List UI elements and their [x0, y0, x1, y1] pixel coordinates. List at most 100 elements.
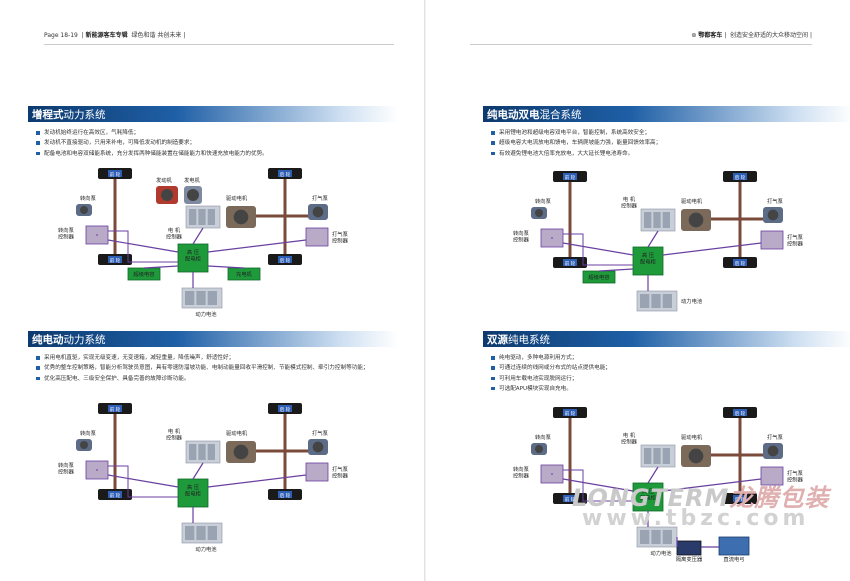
motor-controller-label: 电 机 — [623, 195, 636, 203]
motor-controller-label: 控制器 — [621, 438, 638, 446]
drive-motor — [226, 206, 256, 228]
svg-text:后 轮: 后 轮 — [735, 174, 746, 181]
air-wire — [207, 239, 307, 253]
air-pump-controller — [305, 462, 329, 482]
section-title-band: 纯电动双电混合系统 — [483, 106, 850, 122]
steering-controller-label: 转向泵 — [513, 229, 530, 237]
svg-text:后 轮: 后 轮 — [280, 257, 291, 264]
steering-pump — [76, 204, 92, 216]
drive-motor — [226, 441, 256, 463]
air-pump-controller — [305, 227, 329, 247]
aux-wire — [563, 469, 633, 502]
drive-motor-label: 驱动电机 — [681, 197, 703, 205]
bullet-item: 采用锂电池和超级电容双电平台，智能控制，系统高效安全； — [491, 128, 841, 138]
section-title: 纯电动动力系统 — [32, 334, 106, 346]
svg-text:前 轮: 前 轮 — [110, 171, 121, 178]
page-number: Page 18-19 — [44, 32, 78, 39]
air-pump-controller-label: 控制器 — [787, 476, 804, 484]
album-title: 新能源客车专辑 — [85, 32, 128, 39]
drive-motor — [681, 209, 711, 231]
rear-wheel-top: 后 轮 — [268, 168, 302, 179]
system-diagram: 前 轮前 轮后 轮后 轮转向泵转向泵控制器高 压配电柜电 机控制器驱动电机打气泵… — [58, 168, 349, 318]
air-pump-controller — [760, 466, 784, 486]
svg-text:前 轮: 前 轮 — [110, 257, 121, 264]
bullet-item: 纯电驱动，多种电源利用方式； — [491, 353, 841, 363]
svg-text:后 轮: 后 轮 — [280, 492, 291, 499]
steering-controller-label: 转向泵 — [58, 461, 75, 469]
air-pump — [308, 439, 328, 455]
drive-motor — [681, 445, 711, 467]
engine-label: 发动机 — [156, 176, 173, 184]
steering-pump — [76, 439, 92, 451]
air-pump-controller-label: 打气泵 — [332, 230, 349, 238]
motor-controller-label: 控制器 — [166, 233, 183, 241]
motor-controller-label: 控制器 — [621, 202, 638, 210]
right-header-rule — [470, 44, 812, 45]
rear-wheel-bottom: 后 轮 — [723, 493, 757, 504]
steering-controller-label: 控制器 — [58, 233, 75, 241]
right-slogan: 创造安全舒适的大众移动空间 — [730, 32, 809, 39]
bullet-item: 配备电池和电容双储能系统，充分发挥两种储能装置在储能能力和快速充放电能力的优势。 — [36, 149, 386, 159]
pantograph — [718, 536, 750, 556]
brand-name: 鄂都客车 — [698, 32, 723, 39]
front-wheel-top: 前 轮 — [98, 168, 132, 179]
bullet-item: 可选配APU模块实现自充电。 — [491, 384, 841, 394]
steering-controller-label: 控制器 — [58, 468, 75, 476]
motor-controller — [185, 205, 221, 229]
motor-controller — [640, 444, 676, 468]
pdu-label: 高 压 — [187, 248, 200, 256]
air-pump-label: 打气泵 — [767, 197, 784, 205]
power-battery — [181, 287, 223, 309]
bullet-item: 有效避免锂电池大倍率充放电，大大延长锂电池寿命。 — [491, 149, 841, 159]
motor-controller — [640, 208, 676, 232]
supercapacitor-label: 超级电容 — [588, 273, 610, 281]
section-title: 增程式动力系统 — [32, 109, 106, 121]
steer-wire — [107, 239, 179, 253]
motor-controller-label: 控制器 — [166, 434, 183, 442]
bullet-item: 优化高压配电、三级安全保护、具备完善的故障诊断功能。 — [36, 374, 386, 384]
pdu-label: 配电柜 — [640, 494, 657, 502]
bullet-item: 可通过连续的线网或分布式的站点提供电能； — [491, 363, 841, 373]
motor-controller-label: 电 机 — [623, 431, 636, 439]
watermark-url: www.tbzc.com — [582, 506, 810, 531]
pdu-label: 高 压 — [642, 487, 655, 495]
steering-pump-label: 转向泵 — [535, 197, 552, 205]
steering-pump-label: 转向泵 — [80, 194, 97, 202]
svg-text:后 轮: 后 轮 — [735, 496, 746, 503]
steering-controller-label: 控制器 — [513, 472, 530, 480]
steering-pump — [531, 443, 547, 455]
rear-wheel-top: 后 轮 — [723, 171, 757, 182]
bullet-item: 超级电容大电流放电和馈电，车辆爬坡能力强，能量回馈效率高； — [491, 138, 841, 148]
front-wheel-top: 前 轮 — [553, 171, 587, 182]
isolation-transformer — [676, 540, 702, 556]
charger-label: 充电机 — [236, 270, 253, 278]
front-wheel-bottom: 前 轮 — [553, 257, 587, 268]
drive-motor-label: 驱动电机 — [226, 429, 248, 437]
section-title-band: 增程式动力系统 — [28, 106, 398, 122]
power-battery — [181, 522, 223, 544]
watermark-logo: LONGTERM龙腾包装 — [572, 484, 830, 512]
air-pump-controller-label: 控制器 — [332, 237, 349, 245]
rear-wheel-top: 后 轮 — [268, 403, 302, 414]
air-wire — [662, 478, 762, 492]
left-slogan: 绿色和谐 共创未来 — [131, 32, 182, 39]
svg-text:后 轮: 后 轮 — [280, 171, 291, 178]
motor-wire — [192, 462, 204, 480]
drive-motor-label: 驱动电机 — [681, 433, 703, 441]
bullet-item: 优秀的整车控制策略，智能分析驾驶员意图，具有零速防溜坡功能、电制动能量回收平滑控… — [36, 363, 386, 373]
air-pump-label: 打气泵 — [767, 433, 784, 441]
air-pump-controller-label: 打气泵 — [332, 465, 349, 473]
svg-text:前 轮: 前 轮 — [110, 406, 121, 413]
section-title-band: 纯电动动力系统 — [28, 331, 398, 347]
svg-text:前 轮: 前 轮 — [565, 410, 576, 417]
air-wire — [662, 242, 762, 256]
section-title: 纯电动双电混合系统 — [487, 109, 582, 121]
steering-pump-label: 转向泵 — [535, 433, 552, 441]
motor-wire — [647, 230, 659, 248]
section-twin-source: 双源纯电系统纯电驱动，多种电源利用方式；可通过连续的线网或分布式的站点提供电能；… — [483, 331, 850, 563]
steering-controller-label: 控制器 — [513, 236, 530, 244]
svg-text:后 轮: 后 轮 — [735, 410, 746, 417]
front-wheel-bottom: 前 轮 — [98, 489, 132, 500]
motor-wire — [647, 466, 659, 484]
brand-logo-icon: ⊛ — [691, 32, 697, 39]
